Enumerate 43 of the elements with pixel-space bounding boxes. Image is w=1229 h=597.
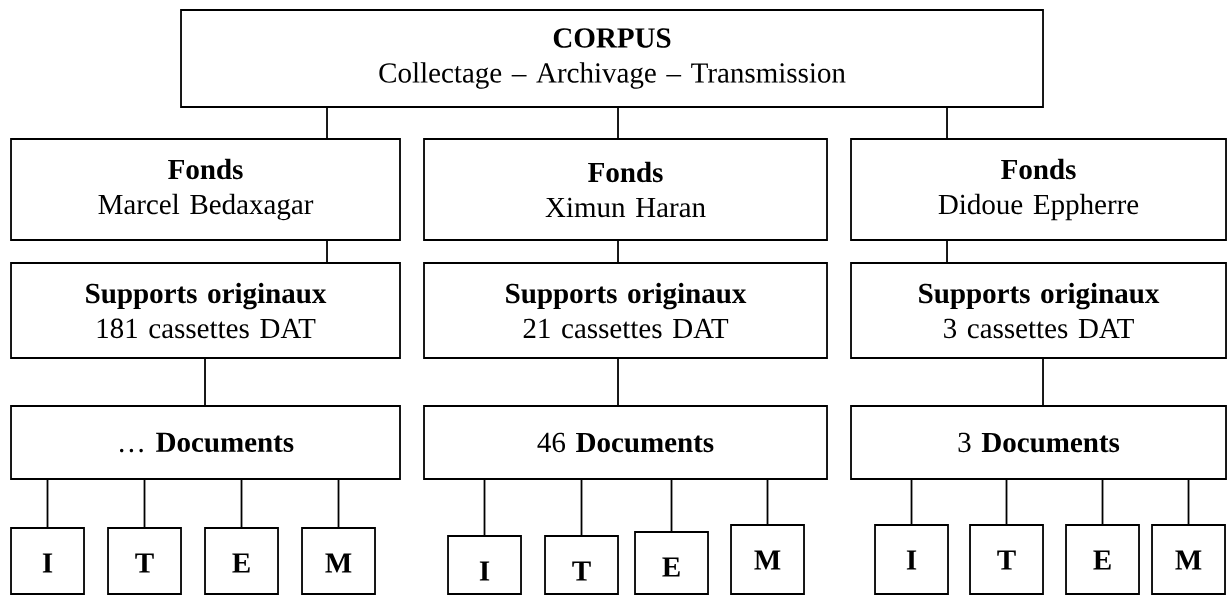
documents-box: 46 Documents	[423, 405, 828, 480]
item-box: I	[874, 524, 949, 595]
item-box: E	[204, 527, 279, 595]
connector-line	[240, 479, 243, 528]
connector-line	[910, 479, 913, 525]
corpus-box: CORPUS Collectage – Archivage – Transmission	[180, 9, 1044, 108]
connector-line	[946, 240, 948, 263]
connector-line	[1101, 479, 1104, 525]
item-box: T	[544, 535, 619, 595]
connector-line	[1005, 479, 1008, 525]
documents-box: … Documents	[10, 405, 401, 480]
item-box: M	[1151, 524, 1226, 595]
item-box: I	[10, 527, 85, 595]
connector-line	[617, 240, 619, 263]
support-box: Supports originaux 21 cassettes DAT	[423, 262, 828, 359]
fonds-box: Fonds Ximun Haran	[423, 138, 828, 241]
item-box: E	[1065, 524, 1140, 595]
documents-box: 3 Documents	[850, 405, 1227, 480]
connector-line	[1187, 479, 1190, 525]
connector-line	[204, 358, 206, 406]
connector-line	[617, 107, 619, 139]
support-box: Supports originaux 181 cassettes DAT	[10, 262, 401, 359]
connector-line	[143, 479, 146, 528]
connector-line	[46, 479, 49, 528]
connector-line	[483, 479, 486, 536]
connector-line	[617, 358, 619, 406]
connector-line	[337, 479, 340, 528]
connector-line	[580, 479, 583, 536]
connector-line	[1042, 358, 1044, 406]
item-box: M	[301, 527, 376, 595]
fonds-box: Fonds Marcel Bedaxagar	[10, 138, 401, 241]
item-box: T	[107, 527, 182, 595]
connector-line	[670, 479, 673, 532]
connector-line	[946, 107, 948, 139]
item-box: T	[969, 524, 1044, 595]
item-box: M	[730, 524, 805, 595]
connector-line	[326, 107, 328, 139]
connector-line	[766, 479, 769, 525]
item-box: I	[447, 535, 522, 595]
item-box: E	[634, 531, 709, 595]
support-box: Supports originaux 3 cassettes DAT	[850, 262, 1227, 359]
connector-line	[326, 240, 328, 263]
fonds-box: Fonds Didoue Eppherre	[850, 138, 1227, 241]
